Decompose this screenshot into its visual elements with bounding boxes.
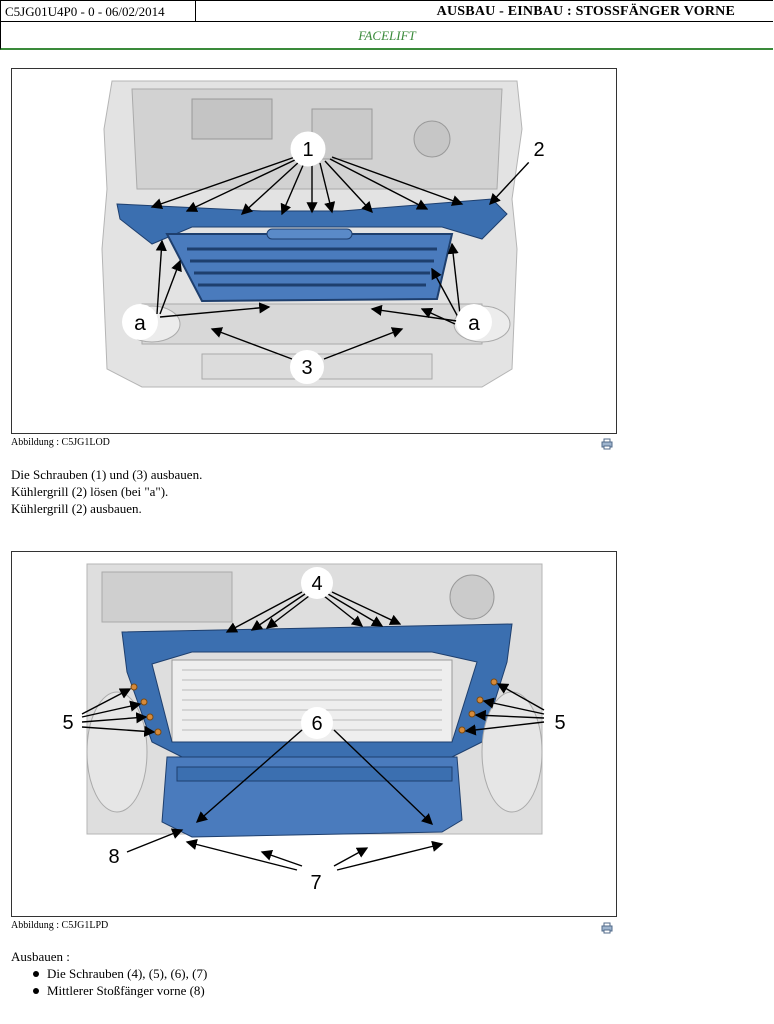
print-icon[interactable] xyxy=(601,438,613,450)
instruction-line: Kühlergrill (2) lösen (bei "a"). xyxy=(11,484,169,499)
callout-5-left: 5 xyxy=(62,712,73,734)
callout-3: 3 xyxy=(301,357,312,379)
instructions-step2: Ausbauen : Die Schrauben (4), (5), (6), … xyxy=(11,948,207,999)
instruction-line: Die Schrauben (1) und (3) ausbauen. xyxy=(11,467,203,482)
callout-4: 4 xyxy=(311,573,322,595)
bumper-illustration: 4 5 5 6 8 7 xyxy=(54,563,574,898)
grille-illustration: 1 2 a a 3 xyxy=(101,80,556,388)
figure-grille-removal: 1 2 a a 3 xyxy=(11,68,617,434)
subtitle-row: FACELIFT xyxy=(0,22,773,50)
document-title: AUSBAU - EINBAU : STOSSFÄNGER VORNE xyxy=(436,4,735,19)
grille-frame xyxy=(165,233,454,303)
header-row: C5JG01U4P0 - 0 - 06/02/2014 AUSBAU - EIN… xyxy=(0,0,773,22)
removal-list: Die Schrauben (4), (5), (6), (7) Mittler… xyxy=(11,965,207,999)
callout-a-left: a xyxy=(134,312,146,335)
callout-6: 6 xyxy=(311,713,322,735)
figure2-caption: Abbildung : C5JG1LPD xyxy=(11,920,109,931)
figure1-caption: Abbildung : C5JG1LOD xyxy=(11,437,110,448)
instruction-line: Kühlergrill (2) ausbauen. xyxy=(11,501,142,516)
callout-1: 1 xyxy=(302,139,313,161)
document-header: C5JG01U4P0 - 0 - 06/02/2014 AUSBAU - EIN… xyxy=(0,0,774,52)
callout-a-right: a xyxy=(468,312,480,335)
document-subtitle: FACELIFT xyxy=(358,28,416,43)
list-item: Die Schrauben (4), (5), (6), (7) xyxy=(32,966,208,981)
callout-8: 8 xyxy=(108,846,119,868)
header-divider xyxy=(195,1,196,22)
figure-bumper-removal: 4 5 5 6 8 7 xyxy=(11,551,617,917)
instructions-step1: Die Schrauben (1) und (3) ausbauen. Kühl… xyxy=(11,466,202,517)
removal-intro: Ausbauen : xyxy=(11,949,70,964)
callout-2: 2 xyxy=(533,139,544,161)
print-icon[interactable] xyxy=(601,922,613,934)
callout-7: 7 xyxy=(310,872,321,894)
callout-5-right: 5 xyxy=(554,712,565,734)
document-id: C5JG01U4P0 - 0 - 06/02/2014 xyxy=(5,4,165,19)
list-item: Mittlerer Stoßfänger vorne (8) xyxy=(32,982,207,999)
